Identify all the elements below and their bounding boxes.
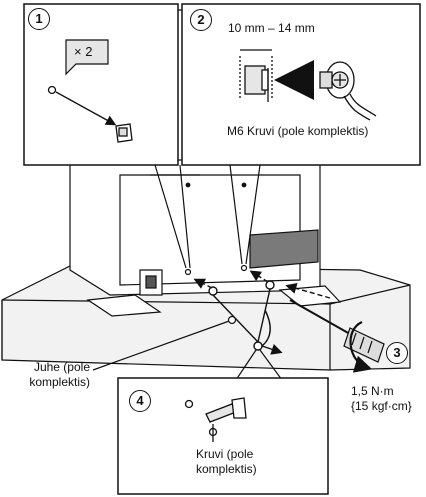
- quantity-badge-shape: [65, 39, 109, 76]
- step-2-marker: 2: [190, 9, 212, 31]
- callout-4-leaders: [235, 349, 283, 381]
- callout-1-leaders: [154, 164, 191, 269]
- screw-icon-large: [184, 397, 247, 442]
- callout-panel-4: [117, 377, 329, 495]
- torque-label-line-1: 1,5 N·m: [351, 384, 394, 398]
- wall-anchor-icon: [239, 49, 377, 121]
- rotation-arrow-icon: [349, 320, 373, 373]
- label-leaders: [92, 315, 237, 371]
- step-4-marker: 4: [129, 390, 151, 412]
- step-1-marker: 1: [28, 8, 50, 30]
- screw-label-line-2: komplektis): [196, 462, 257, 476]
- m6-screw-label: M6 Kruvi (pole komplektis): [227, 124, 369, 138]
- step-3-marker: 3: [386, 342, 408, 364]
- joint-label-line-1: Juhe (pole: [33, 360, 90, 374]
- screw-size-range: 10 mm – 14 mm: [228, 21, 315, 35]
- quantity-badge: × 2: [74, 44, 93, 59]
- joint-label-line-2: komplektis): [29, 375, 90, 389]
- callout-2-leaders: [229, 164, 261, 265]
- screw-icon: [47, 85, 133, 143]
- torque-label-line-2: {15 kgf·cm}: [351, 399, 412, 413]
- screw-label-line-1: Kruvi (pole: [196, 447, 254, 461]
- screwdriver-icon: [289, 299, 385, 363]
- callout-panel-1: [23, 3, 179, 166]
